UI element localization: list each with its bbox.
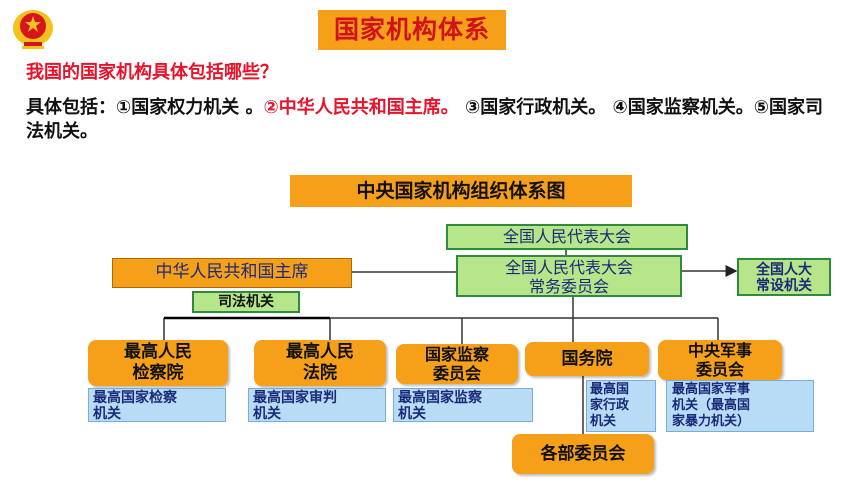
state-council-note-line1: 最高国 bbox=[590, 382, 630, 397]
supervision-note: 最高国家监察 机关 bbox=[393, 388, 533, 422]
supervision-note-line1: 最高国家监察 bbox=[398, 390, 482, 406]
court-line1: 最高人民 bbox=[286, 342, 354, 362]
national-emblem-icon bbox=[8, 6, 58, 52]
npc-standing-committee-box: 全国人民代表大会 常务委员会 bbox=[456, 255, 682, 297]
procuratorate-line1: 最高人民 bbox=[124, 342, 192, 362]
military-line1: 中央军事 bbox=[687, 341, 752, 360]
procuratorate-box: 最高人民 检察院 bbox=[88, 340, 228, 386]
military-note-line2: 机关（最高国 bbox=[672, 398, 751, 413]
npc-special-committees-box: 全国人大 常设机关 bbox=[737, 258, 831, 296]
question-text: 我国的国家机构具体包括哪些？ bbox=[26, 62, 278, 83]
npc-standing-line2: 常务委员会 bbox=[528, 277, 609, 296]
answer-prefix: 具体包括：①国家权力机关 。 bbox=[26, 97, 264, 118]
military-note-line3: 家暴力机关） bbox=[672, 414, 751, 429]
page-title: 国家机构体系 bbox=[318, 10, 506, 50]
court-box: 最高人民 法院 bbox=[254, 340, 386, 386]
diagram-title: 中央国家机构组织体系图 bbox=[290, 175, 632, 207]
military-commission-box: 中央军事 委员会 bbox=[658, 340, 782, 380]
court-line2: 法院 bbox=[303, 363, 337, 383]
procuratorate-note-line2: 机关 bbox=[93, 406, 121, 422]
state-council-note-line3: 机关 bbox=[590, 414, 617, 429]
special-committees-line1: 全国人大 bbox=[756, 262, 812, 278]
procuratorate-note: 最高国家检察 机关 bbox=[88, 388, 226, 422]
judicial-label: 司法机关 bbox=[192, 291, 300, 313]
court-note-line2: 机关 bbox=[253, 406, 281, 422]
military-line2: 委员会 bbox=[695, 360, 744, 379]
president-box: 中华人民共和国主席 bbox=[112, 258, 352, 288]
supervision-commission-box: 国家监察 委员会 bbox=[396, 344, 518, 384]
special-committees-line2: 常设机关 bbox=[756, 278, 812, 294]
answer-rest: ③国家行政机关。 ④国家监察机关。⑤国家司法机关。 bbox=[26, 97, 824, 142]
court-note: 最高国家审判 机关 bbox=[248, 388, 386, 422]
military-note-line1: 最高国家军事 bbox=[672, 382, 751, 397]
answer-highlight: ②中华人民共和国主席。 bbox=[263, 97, 459, 118]
state-council-box: 国务院 bbox=[525, 342, 649, 376]
npc-box: 全国人民代表大会 bbox=[446, 224, 688, 250]
procuratorate-note-line1: 最高国家检察 bbox=[93, 390, 177, 406]
state-council-note-line2: 家行政 bbox=[590, 398, 630, 413]
military-note: 最高国家军事 机关（最高国 家暴力机关） bbox=[666, 380, 814, 432]
npc-standing-line1: 全国人民代表大会 bbox=[504, 258, 633, 277]
supervision-line2: 委员会 bbox=[432, 364, 481, 383]
state-council-note: 最高国 家行政 机关 bbox=[586, 380, 656, 432]
supervision-line1: 国家监察 bbox=[424, 345, 489, 364]
court-note-line1: 最高国家审判 bbox=[253, 390, 337, 406]
answer-text: 具体包括：①国家权力机关 。②中华人民共和国主席。 ③国家行政机关。 ④国家监察… bbox=[26, 96, 836, 144]
procuratorate-line2: 检察院 bbox=[132, 363, 184, 383]
supervision-note-line2: 机关 bbox=[398, 406, 426, 422]
ministries-box: 各部委员会 bbox=[512, 434, 654, 474]
